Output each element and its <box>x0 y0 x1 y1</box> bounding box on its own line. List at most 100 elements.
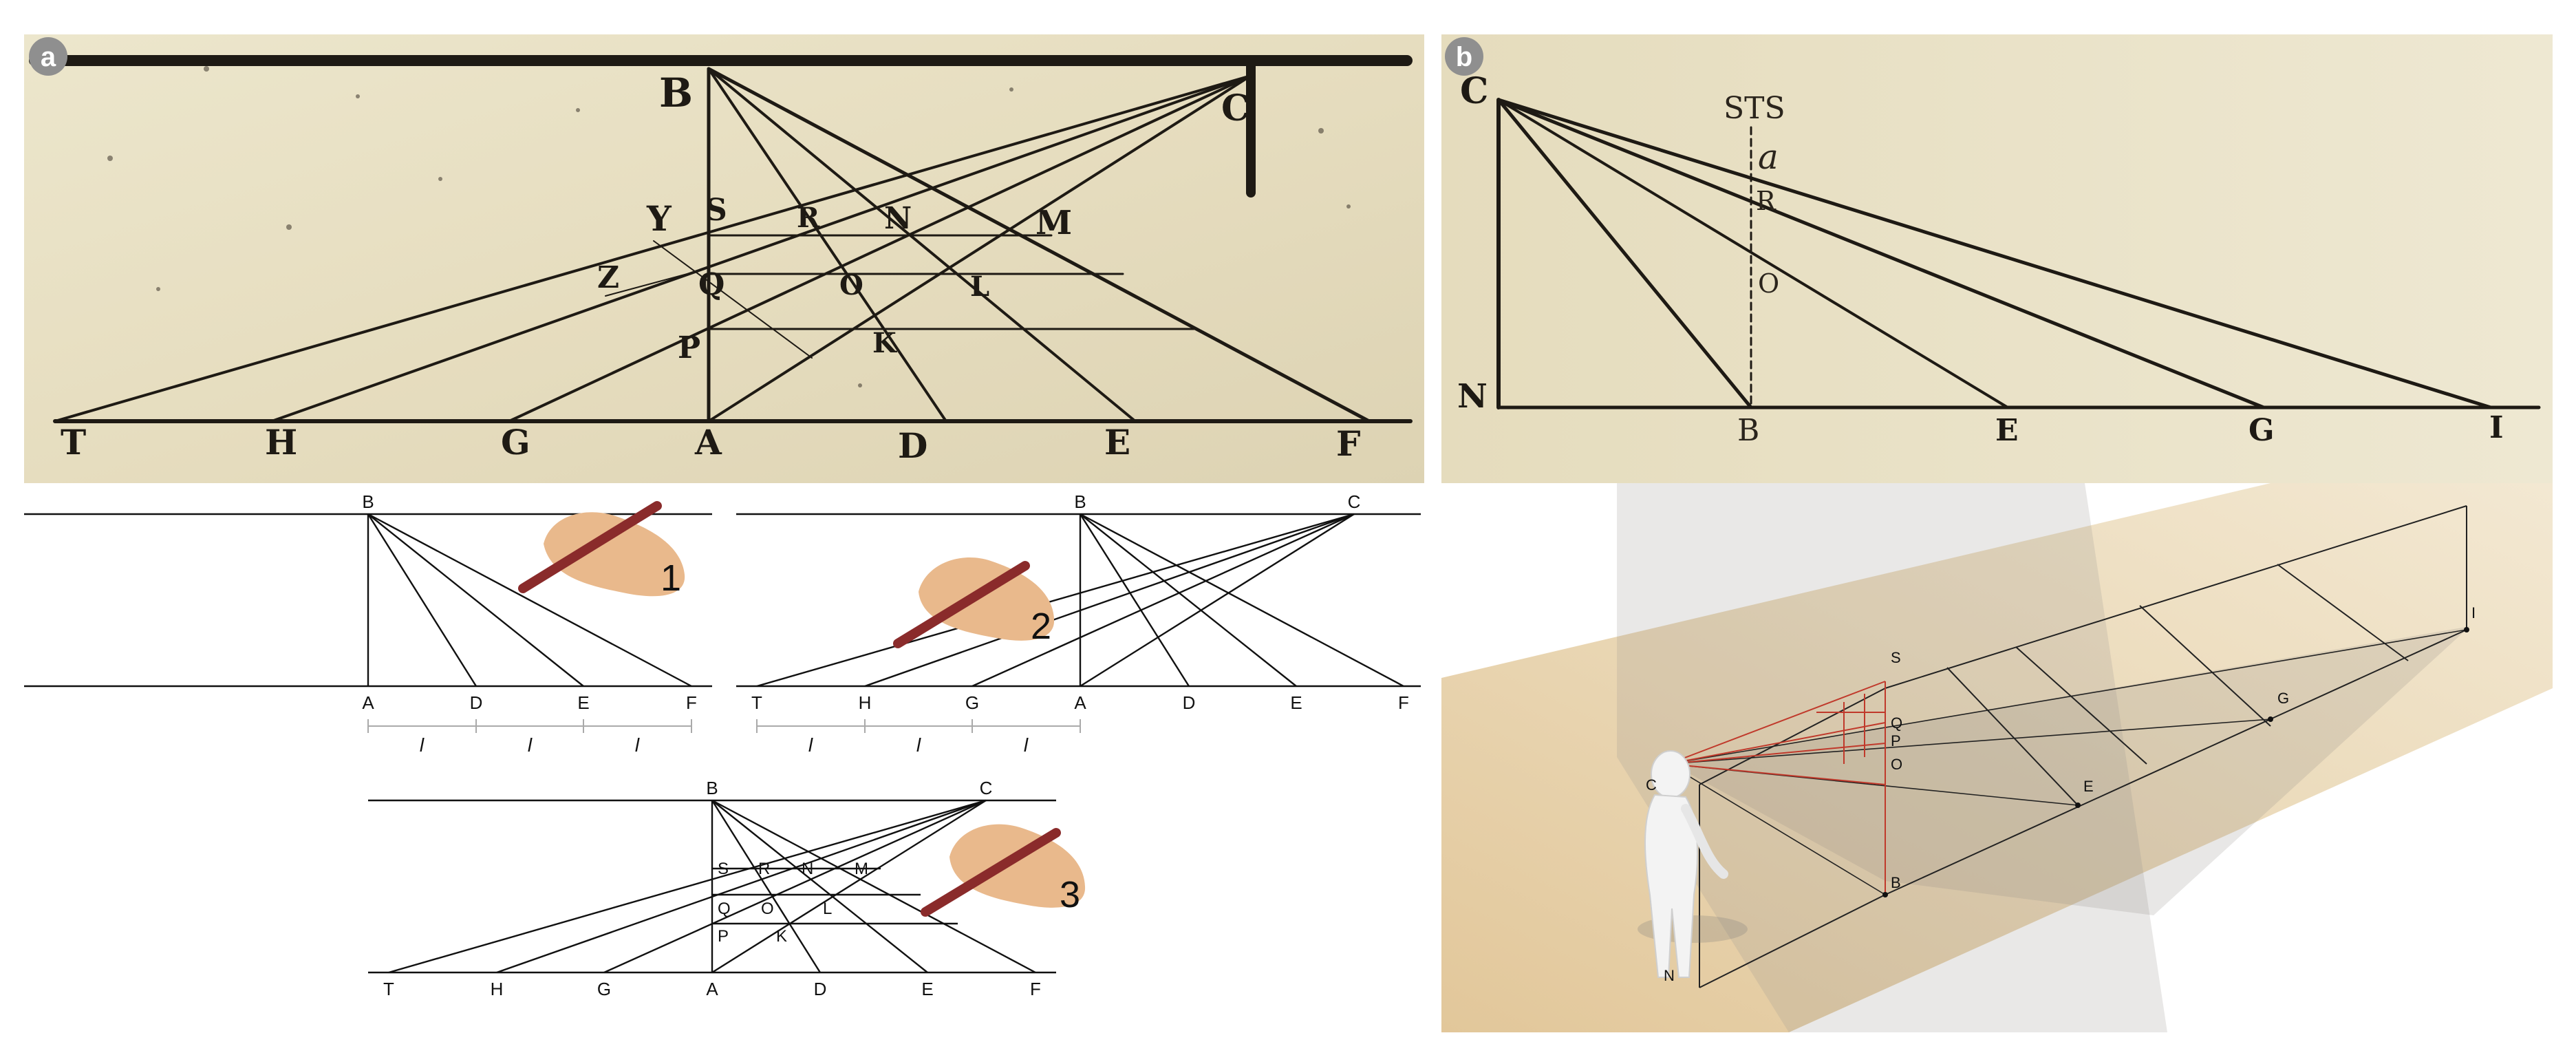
label-a-A: A <box>694 422 722 462</box>
scene-label-G: G <box>2277 690 2289 707</box>
scene-label-I: I <box>2471 604 2476 621</box>
panel-a-badge: a <box>29 37 67 76</box>
step2-number: 2 <box>1031 606 1051 647</box>
step1-seg-mark-3: l <box>635 734 640 756</box>
label-a-P: P <box>678 330 700 365</box>
label-a-Q: Q <box>698 267 724 302</box>
step3-label-M: M <box>855 860 868 878</box>
label-a-K: K <box>872 327 897 359</box>
step3-label-D: D <box>814 979 827 999</box>
step3-label-R: R <box>758 860 770 878</box>
scene-label-S: S <box>1891 649 1901 666</box>
label-a-N: N <box>884 201 912 236</box>
scene-label-N: N <box>1664 967 1675 984</box>
step3-label-F: F <box>1030 979 1041 999</box>
label-b-STS: STS <box>1724 91 1785 126</box>
scene-label-B: B <box>1891 874 1901 891</box>
label-b-C: C <box>1460 70 1488 112</box>
step2-lines <box>736 513 1421 688</box>
step2-diagram: B C T H G A D E F l l l 2 <box>736 491 1421 756</box>
step1-label-F: F <box>686 692 697 713</box>
panel-b-engraving: C STS a R O N B E G I b <box>1441 34 2553 483</box>
step3-label-L: L <box>823 900 832 918</box>
label-a-M: M <box>1035 204 1072 242</box>
step3-label-S: S <box>718 860 729 878</box>
label-a-B: B <box>659 70 693 116</box>
step2-seg-mark-2: l <box>916 734 921 756</box>
engraving-a-dots <box>107 66 1351 387</box>
step1-seg-mark-2: l <box>528 734 533 756</box>
engraving-a-paper <box>24 34 1424 483</box>
step1-diagram: B A D E F l l l 1 <box>24 491 712 756</box>
step3-label-A: A <box>706 979 718 999</box>
step3-diagram: B C S R N M Q O L P K T H G A D E F 3 <box>368 778 1086 999</box>
step1-label-E: E <box>577 692 589 713</box>
step1-label-D: D <box>470 692 483 713</box>
step2-label-E: E <box>1290 692 1302 713</box>
scene-points <box>1882 627 2469 897</box>
label-b-R: R <box>1756 186 1777 216</box>
step2-hand-icon: 2 <box>893 557 1055 648</box>
step2-seg-mark-3: l <box>1024 734 1029 756</box>
label-a-Y: Y <box>646 198 672 239</box>
step2-seg-mark-1: l <box>808 734 813 756</box>
engraving-a-labels: B C S R N M Y Z Q O L P K T H G A D E F <box>61 70 1361 466</box>
step3-label-K: K <box>776 927 787 946</box>
label-b-N: N <box>1457 377 1488 416</box>
panel-b-badge: b <box>1445 37 1483 76</box>
step3-number: 3 <box>1060 874 1080 915</box>
scene-label-C: C <box>1646 776 1657 794</box>
scene-red-construction <box>1668 681 1886 895</box>
label-b-B: B <box>1737 413 1759 448</box>
scene-labels: S Q P O C B E G I N <box>1646 604 2476 984</box>
label-a-F: F <box>1336 423 1361 464</box>
step2-label-A: A <box>1074 692 1086 713</box>
step3-label-T: T <box>383 979 394 999</box>
step3-label-B: B <box>706 778 718 798</box>
step3-label-H: H <box>491 979 504 999</box>
step1-number: 1 <box>661 557 681 599</box>
scene-label-O: O <box>1891 756 1902 773</box>
scene-grid-lines <box>1699 505 2467 988</box>
engraving-b-lines <box>1496 98 2541 410</box>
step2-label-D: D <box>1183 692 1196 713</box>
label-a-O: O <box>839 269 863 301</box>
scene-human-figure <box>1638 750 1748 978</box>
scene-view-cone <box>1672 626 2470 915</box>
step1-hand-icon: 1 <box>518 501 685 599</box>
step2-label-C: C <box>1348 491 1361 512</box>
scene-picture-plane-shadow <box>1617 483 2167 1032</box>
label-b-O: O <box>1758 268 1779 299</box>
scene-label-P: P <box>1891 732 1901 749</box>
step3-label-G: G <box>597 979 611 999</box>
step3-label-C: C <box>980 778 993 798</box>
label-a-L: L <box>970 270 989 303</box>
label-a-T: T <box>61 422 86 462</box>
label-a-R: R <box>797 202 820 234</box>
step3-label-E: E <box>921 979 933 999</box>
panel-a-engraving: B C S R N M Y Z Q O L P K T H G A D E F … <box>24 34 1424 483</box>
scene-label-Q: Q <box>1891 714 1902 732</box>
step2-label-F: F <box>1398 692 1409 713</box>
engraving-b-labels: C STS a R O N B E G I <box>1457 70 2504 448</box>
scene-label-E: E <box>2083 778 2094 795</box>
label-b-E: E <box>1995 413 2019 448</box>
step3-label-N: N <box>802 860 813 878</box>
scene-floor <box>1441 483 2553 1032</box>
label-a-G: G <box>501 422 530 462</box>
step2-label-G: G <box>965 692 979 713</box>
label-a-E: E <box>1104 422 1130 462</box>
step3-label-Q: Q <box>718 900 731 918</box>
engraving-a-lines <box>29 55 1413 423</box>
label-a-Z: Z <box>597 260 619 295</box>
panel-b-3d-scene: S Q P O C B E G I N <box>1441 483 2553 1032</box>
label-a-C: C <box>1221 87 1249 129</box>
step3-hand-icon: 3 <box>921 824 1086 917</box>
step1-label-B: B <box>362 491 374 512</box>
label-b-I: I <box>2489 410 2504 445</box>
step2-label-B: B <box>1074 491 1086 512</box>
step2-label-T: T <box>751 692 762 713</box>
label-b-G: G <box>2248 413 2275 448</box>
step2-label-H: H <box>859 692 872 713</box>
